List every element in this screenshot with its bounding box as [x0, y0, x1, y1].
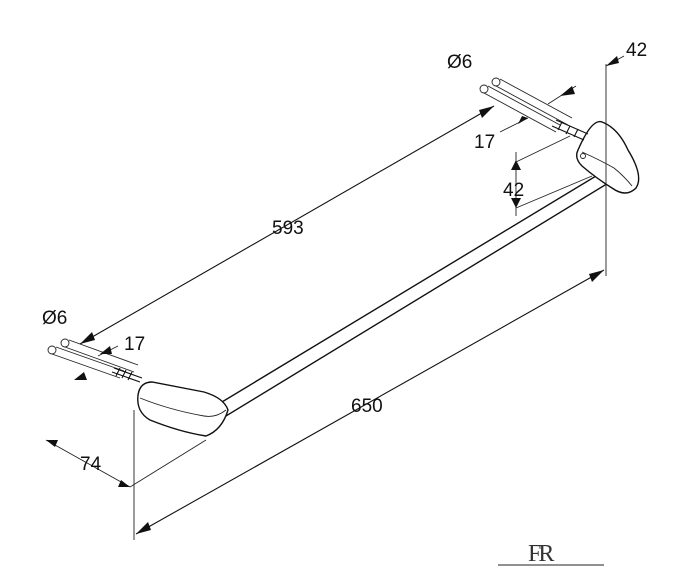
label-hole-left: Ø6	[42, 308, 67, 329]
label-center-distance: 593	[272, 218, 304, 239]
label-overall-length: 650	[351, 396, 383, 417]
left-bracket	[137, 381, 229, 437]
right-hole-2	[491, 77, 501, 87]
bar-rod	[211, 174, 611, 418]
towel-bar	[137, 120, 640, 437]
logo-text: FR	[528, 541, 554, 567]
left-bracket-edge	[139, 397, 227, 417]
label-depth-left: 74	[80, 454, 102, 475]
left-hole-1	[47, 345, 57, 355]
right-bracket-screw	[580, 153, 586, 159]
label-projection: 42	[503, 180, 524, 201]
dimension-lines	[45, 55, 625, 540]
left-hole-2	[60, 338, 70, 348]
label-drill-left: 17	[124, 334, 145, 355]
right-hole-1	[479, 84, 489, 94]
label-depth-top: 42	[626, 40, 647, 61]
label-hole-right: Ø6	[447, 52, 472, 73]
brand-logo: FR	[498, 541, 604, 567]
right-bracket	[575, 120, 640, 194]
label-drill-right: 17	[474, 132, 495, 153]
right-bracket-edge	[581, 151, 633, 187]
right-fixings	[479, 77, 589, 141]
